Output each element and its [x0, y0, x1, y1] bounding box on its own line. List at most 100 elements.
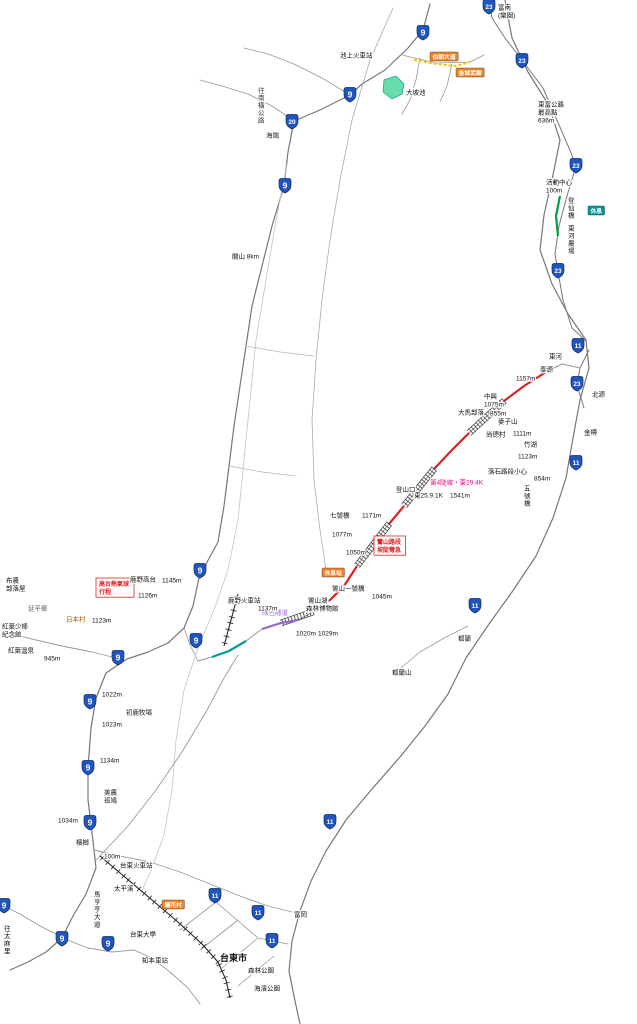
map-label: 1134m	[100, 758, 119, 765]
steep-section-steep-1	[466, 398, 507, 436]
highway-shield-9: 9	[83, 694, 97, 710]
railway-taitung	[99, 855, 233, 999]
map-label: 五號橋	[524, 485, 531, 508]
road-highway-20a	[199, 79, 295, 122]
map-chip: 休息站	[321, 567, 345, 578]
highway-shield-9: 9	[0, 898, 11, 914]
svg-text:休息站: 休息站	[324, 569, 343, 577]
map-label: 富岡	[294, 910, 307, 919]
highway-shield-23: 23	[569, 158, 583, 174]
steep-section-steep-2	[401, 466, 437, 509]
map-label: 麥子山	[498, 417, 518, 426]
dapo-pond	[382, 75, 405, 100]
shield-number: 9	[106, 938, 111, 948]
highway-shield-23: 23	[551, 263, 565, 279]
shield-number: 9	[348, 89, 353, 99]
map-label: 登仙橋	[568, 196, 575, 220]
svg-text:行程: 行程	[98, 588, 111, 596]
route-overlay-route-yellow-brown-avenue	[413, 59, 471, 68]
shield-number: 9	[194, 635, 199, 645]
map-label: 馬亨亨大道	[94, 891, 101, 929]
map-label: 1111m	[513, 431, 531, 438]
highway-shield-9: 9	[343, 87, 357, 103]
map-label: 都蘭山	[392, 668, 412, 677]
road-taitung-north-road	[93, 849, 293, 913]
shield-number: 23	[518, 58, 526, 65]
highway-shield-9: 9	[111, 650, 125, 666]
road-dulan-road	[395, 625, 469, 673]
map-label: 落石路段小心	[488, 467, 528, 476]
map-label: 班鳩	[104, 796, 118, 805]
map-label: 東25.9.1K	[414, 491, 444, 500]
map-label: 中興	[484, 392, 498, 401]
road-chishang-road-c	[439, 63, 453, 103]
shield-number: 9	[86, 762, 91, 772]
highway-shield-9: 9	[193, 563, 207, 579]
map-chip: 金城武樹	[455, 67, 485, 78]
highway-shield-9: 9	[55, 931, 69, 947]
shield-number: 11	[255, 910, 262, 917]
map-label: 1020m	[296, 631, 316, 638]
shield-number: 9	[198, 565, 203, 575]
highway-shield-9: 9	[101, 936, 115, 952]
highway-shield-9: 9	[189, 633, 203, 649]
highway-shield-9: 9	[83, 815, 97, 831]
map-label: 海端	[266, 131, 280, 140]
map-label: 往南橫公路	[258, 86, 265, 125]
map-label: 紅葉少棒紀念館	[2, 622, 29, 639]
map-label: 945m	[44, 656, 60, 663]
map-chip: 鐵花村	[161, 899, 185, 910]
svg-text:鐵花村: 鐵花村	[165, 901, 183, 909]
svg-text:坡陡彎急: 坡陡彎急	[377, 546, 401, 554]
map-label: 東河農場	[568, 224, 575, 256]
map-label: 854m	[534, 476, 550, 483]
map-label: 布農部落屋	[6, 576, 26, 593]
road-street-4	[237, 955, 275, 987]
shield-number: 11	[573, 460, 580, 467]
road-beinan-river	[139, 159, 289, 896]
map-label: 海濱公園	[254, 984, 280, 993]
map-label: 太平溪	[114, 884, 134, 893]
highway-shield-9: 9	[278, 178, 292, 194]
map-label: 1123m	[518, 454, 537, 461]
map-label: 檳榔	[76, 838, 90, 847]
road-chishang-road-b	[401, 57, 421, 115]
route-overlay-climb-red-c	[388, 505, 405, 525]
map-label: 1137m	[258, 606, 277, 613]
route-overlay-route-green-dengxianqiao	[554, 195, 562, 237]
highway-shield-11: 11	[208, 888, 222, 904]
route-overlay-route-purple-green-tunnel	[261, 618, 299, 631]
highway-shield-23: 23	[515, 53, 529, 69]
map-label: 鸞山湖	[308, 596, 328, 605]
road-taiyuan-link	[545, 363, 581, 373]
shield-number: 9	[116, 652, 121, 662]
map-label: 森林公園	[248, 966, 274, 975]
highway-shield-11: 11	[323, 814, 337, 830]
shield-number: 20	[288, 119, 296, 126]
map-label: 紅葉溫泉	[8, 646, 35, 655]
map-label: 台東火車站	[120, 861, 153, 870]
map-chip: 伯朗大道	[429, 51, 459, 62]
highway-shield-9: 9	[416, 25, 430, 41]
svg-text:伯朗大道: 伯朗大道	[433, 53, 456, 61]
map-label: 鹿野高台	[130, 575, 156, 584]
road-county-197	[95, 654, 239, 861]
map-label: 都蘭	[458, 634, 472, 643]
road-topleft-road	[243, 47, 351, 96]
map-label: 1034m	[58, 818, 78, 825]
map-label: 1157m	[516, 376, 535, 383]
map-label: 鹿野火車站	[228, 596, 261, 605]
road-highway-23	[488, 1, 587, 342]
map-label: 1077m	[332, 532, 352, 539]
map-label: 大馬部落	[458, 408, 485, 417]
map-label: 金樽	[584, 428, 598, 437]
highway-shield-23: 23	[570, 376, 584, 392]
map-label: 日本村	[66, 615, 86, 624]
highway-shield-11: 11	[468, 598, 482, 614]
map-label: 東河	[549, 352, 563, 361]
